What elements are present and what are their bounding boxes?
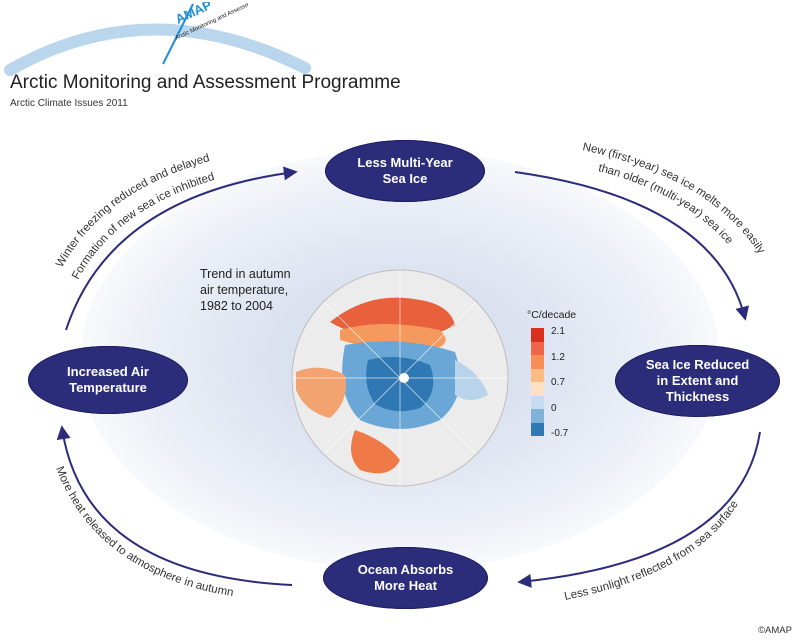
map-caption: Trend in autumn air temperature, 1982 to… — [200, 267, 291, 313]
legend-tick: 2.1 — [551, 326, 565, 337]
legend-tick: 0 — [551, 403, 557, 414]
arrow-bottom-to-left — [56, 425, 293, 586]
node-increased-air-temperature: Increased Air Temperature — [28, 346, 188, 414]
legend-swatch — [531, 341, 544, 355]
map-warm-region-west — [296, 367, 346, 418]
legend-swatch — [531, 382, 544, 396]
node-less-multi-year-sea-ice: Less Multi-Year Sea Ice — [325, 140, 485, 202]
arrow-left-to-top — [65, 166, 298, 331]
legend-swatch — [531, 409, 544, 423]
page-subtitle: Arctic Climate Issues 2011 — [10, 98, 128, 109]
arctic-temperature-map — [291, 269, 509, 487]
arrow-top-to-right — [514, 171, 750, 321]
map-gridlines — [292, 270, 508, 486]
node-label-left: Increased Air Temperature — [67, 364, 149, 395]
page-title: Arctic Monitoring and Assessment Program… — [10, 72, 401, 93]
node-label-bottom: Ocean Absorbs More Heat — [357, 562, 454, 593]
legend-swatch — [531, 355, 544, 369]
copyright: ©AMAP — [758, 625, 792, 636]
node-label-top: Less Multi-Year Sea Ice — [357, 155, 453, 186]
map-cool-region-east — [455, 360, 488, 400]
legend-title: °C/decade — [527, 309, 577, 321]
node-sea-ice-reduced: Sea Ice Reduced in Extent and Thickness — [615, 345, 780, 417]
logo-arc — [4, 23, 311, 76]
legend-tick: 1.2 — [551, 352, 565, 363]
map-warm-region-south — [351, 430, 400, 474]
amap-logo: AMAP Arctic Monitoring and Assessment Pr… — [162, 2, 248, 65]
legend-tick: 0.7 — [551, 377, 565, 388]
legend-swatch — [531, 422, 544, 436]
legend-colorbar — [531, 328, 544, 436]
legend-swatch — [531, 395, 544, 409]
node-ocean-absorbs-heat: Ocean Absorbs More Heat — [323, 547, 488, 609]
legend-tick: -0.7 — [551, 428, 569, 439]
legend-swatch — [531, 328, 544, 342]
node-label-right: Sea Ice Reduced in Extent and Thickness — [645, 357, 750, 404]
arrow-right-to-bottom — [517, 431, 761, 588]
legend-swatch — [531, 368, 544, 382]
